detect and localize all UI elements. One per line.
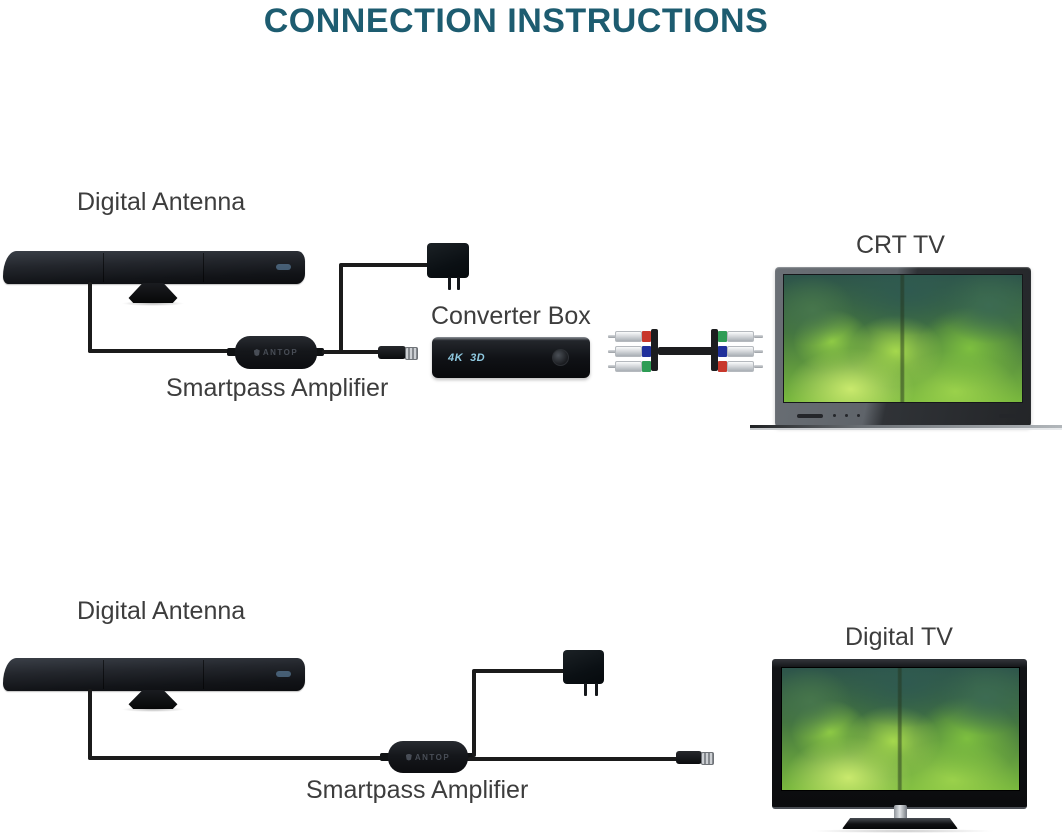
amplifier-out-cable-top (322, 350, 380, 354)
smartpass-amplifier-top: ANTOP (235, 336, 317, 369)
adapter-prong (584, 683, 587, 696)
rca-pin (608, 335, 616, 338)
rca-plug-left-blue (615, 346, 642, 357)
rca-plug-right-blue (727, 346, 754, 357)
antenna-seam (203, 253, 204, 282)
adapter-prong (448, 277, 451, 290)
crt-tv-label: CRT TV (856, 231, 945, 259)
rca-band-green (718, 331, 727, 342)
digital-tv-shadow (810, 829, 995, 833)
antenna-cable-horizontal-top (88, 349, 237, 353)
rca-pin (608, 350, 616, 353)
rca-band-blue (718, 346, 727, 357)
coax-connector-bottom (676, 751, 702, 764)
rca-plug-left-green (615, 361, 642, 372)
amplifier-label-top: Smartpass Amplifier (166, 374, 389, 402)
antop-shield-icon (253, 349, 260, 356)
crt-button-dot (845, 414, 848, 417)
amplifier-stub (227, 348, 237, 356)
component-cable (608, 326, 764, 374)
rca-pin (754, 365, 763, 368)
rca-band-blue (642, 346, 651, 357)
rca-bracket-right (711, 329, 718, 371)
converter-markings: 4K 3D (448, 352, 485, 364)
rca-bracket-left (651, 329, 658, 371)
crt-tv (775, 267, 1031, 427)
coax-tip-top (405, 347, 418, 360)
rca-plug-left-red (615, 331, 642, 342)
rca-pin (608, 365, 616, 368)
digital-tv (772, 659, 1027, 809)
converter-knob (552, 349, 569, 366)
rca-band-red (642, 331, 651, 342)
rca-pin (754, 350, 763, 353)
antenna-seam (203, 660, 204, 689)
power-adapter-top (427, 243, 469, 278)
converter-box-label: Converter Box (431, 302, 591, 330)
antenna-cable-vertical-top (88, 282, 92, 353)
component-cable-middle (658, 347, 713, 355)
digital-tv-stand-base (842, 818, 958, 829)
rca-plug-right-red (727, 361, 754, 372)
digital-antenna-top (3, 251, 305, 284)
amplifier-brand: ANTOP (253, 348, 299, 357)
adapter-prong (595, 683, 598, 696)
power-cable-horizontal-bottom (472, 669, 565, 673)
table-edge-highlight (750, 428, 1062, 430)
antop-shield-icon (405, 753, 412, 761)
marking-4k: 4K (448, 352, 464, 364)
power-cable-horizontal-top (339, 263, 429, 267)
crt-button-dot (833, 414, 836, 417)
antop-logo-mark (276, 264, 291, 270)
digital-antenna-bottom (3, 658, 305, 691)
antenna-shadow (122, 301, 184, 306)
amplifier-label-bottom: Smartpass Amplifier (306, 776, 529, 804)
antop-logo-mark (276, 671, 291, 677)
digital-tv-label: Digital TV (845, 623, 953, 651)
adapter-prong (457, 277, 460, 290)
rca-band-green (642, 361, 651, 372)
smartpass-amplifier-bottom: ANTOP (388, 741, 468, 773)
crt-ir-window (999, 414, 1015, 418)
digital-tv-screen (781, 667, 1020, 791)
antenna-stand (128, 690, 178, 709)
coax-connector-top (378, 346, 406, 359)
converter-box: 4K 3D (432, 337, 590, 378)
marking-3d: 3D (470, 352, 486, 364)
power-cable-vertical-top (339, 264, 343, 353)
antenna-cable-horizontal-bottom (88, 756, 390, 760)
antenna-shadow (122, 707, 184, 712)
power-cable-vertical-bottom (472, 670, 476, 757)
amplifier-stub (314, 348, 324, 356)
rca-pin (754, 335, 763, 338)
rca-band-red (718, 361, 727, 372)
amplifier-brand: ANTOP (405, 752, 451, 762)
power-adapter-bottom (563, 650, 604, 684)
rca-plug-right-green (727, 331, 754, 342)
crt-button-dot (857, 414, 860, 417)
antenna-label-bottom: Digital Antenna (77, 597, 246, 625)
coax-tip-bottom (701, 752, 714, 765)
crt-logo-strip (797, 414, 823, 418)
antenna-label-top: Digital Antenna (77, 188, 246, 216)
antenna-seam (103, 660, 104, 689)
table-edge-line (750, 425, 1062, 428)
crt-tv-screen (783, 274, 1023, 403)
amplifier-stub (380, 753, 390, 761)
antenna-stand (128, 283, 178, 303)
digital-tv-stand-neck (894, 805, 907, 820)
antenna-cable-vertical-bottom (88, 689, 92, 760)
antenna-seam (103, 253, 104, 282)
amplifier-brand-text: ANTOP (414, 752, 451, 762)
page-title: CONNECTION INSTRUCTIONS (263, 2, 769, 40)
amplifier-brand-text: ANTOP (262, 348, 299, 357)
amplifier-out-cable-bottom (468, 757, 678, 761)
